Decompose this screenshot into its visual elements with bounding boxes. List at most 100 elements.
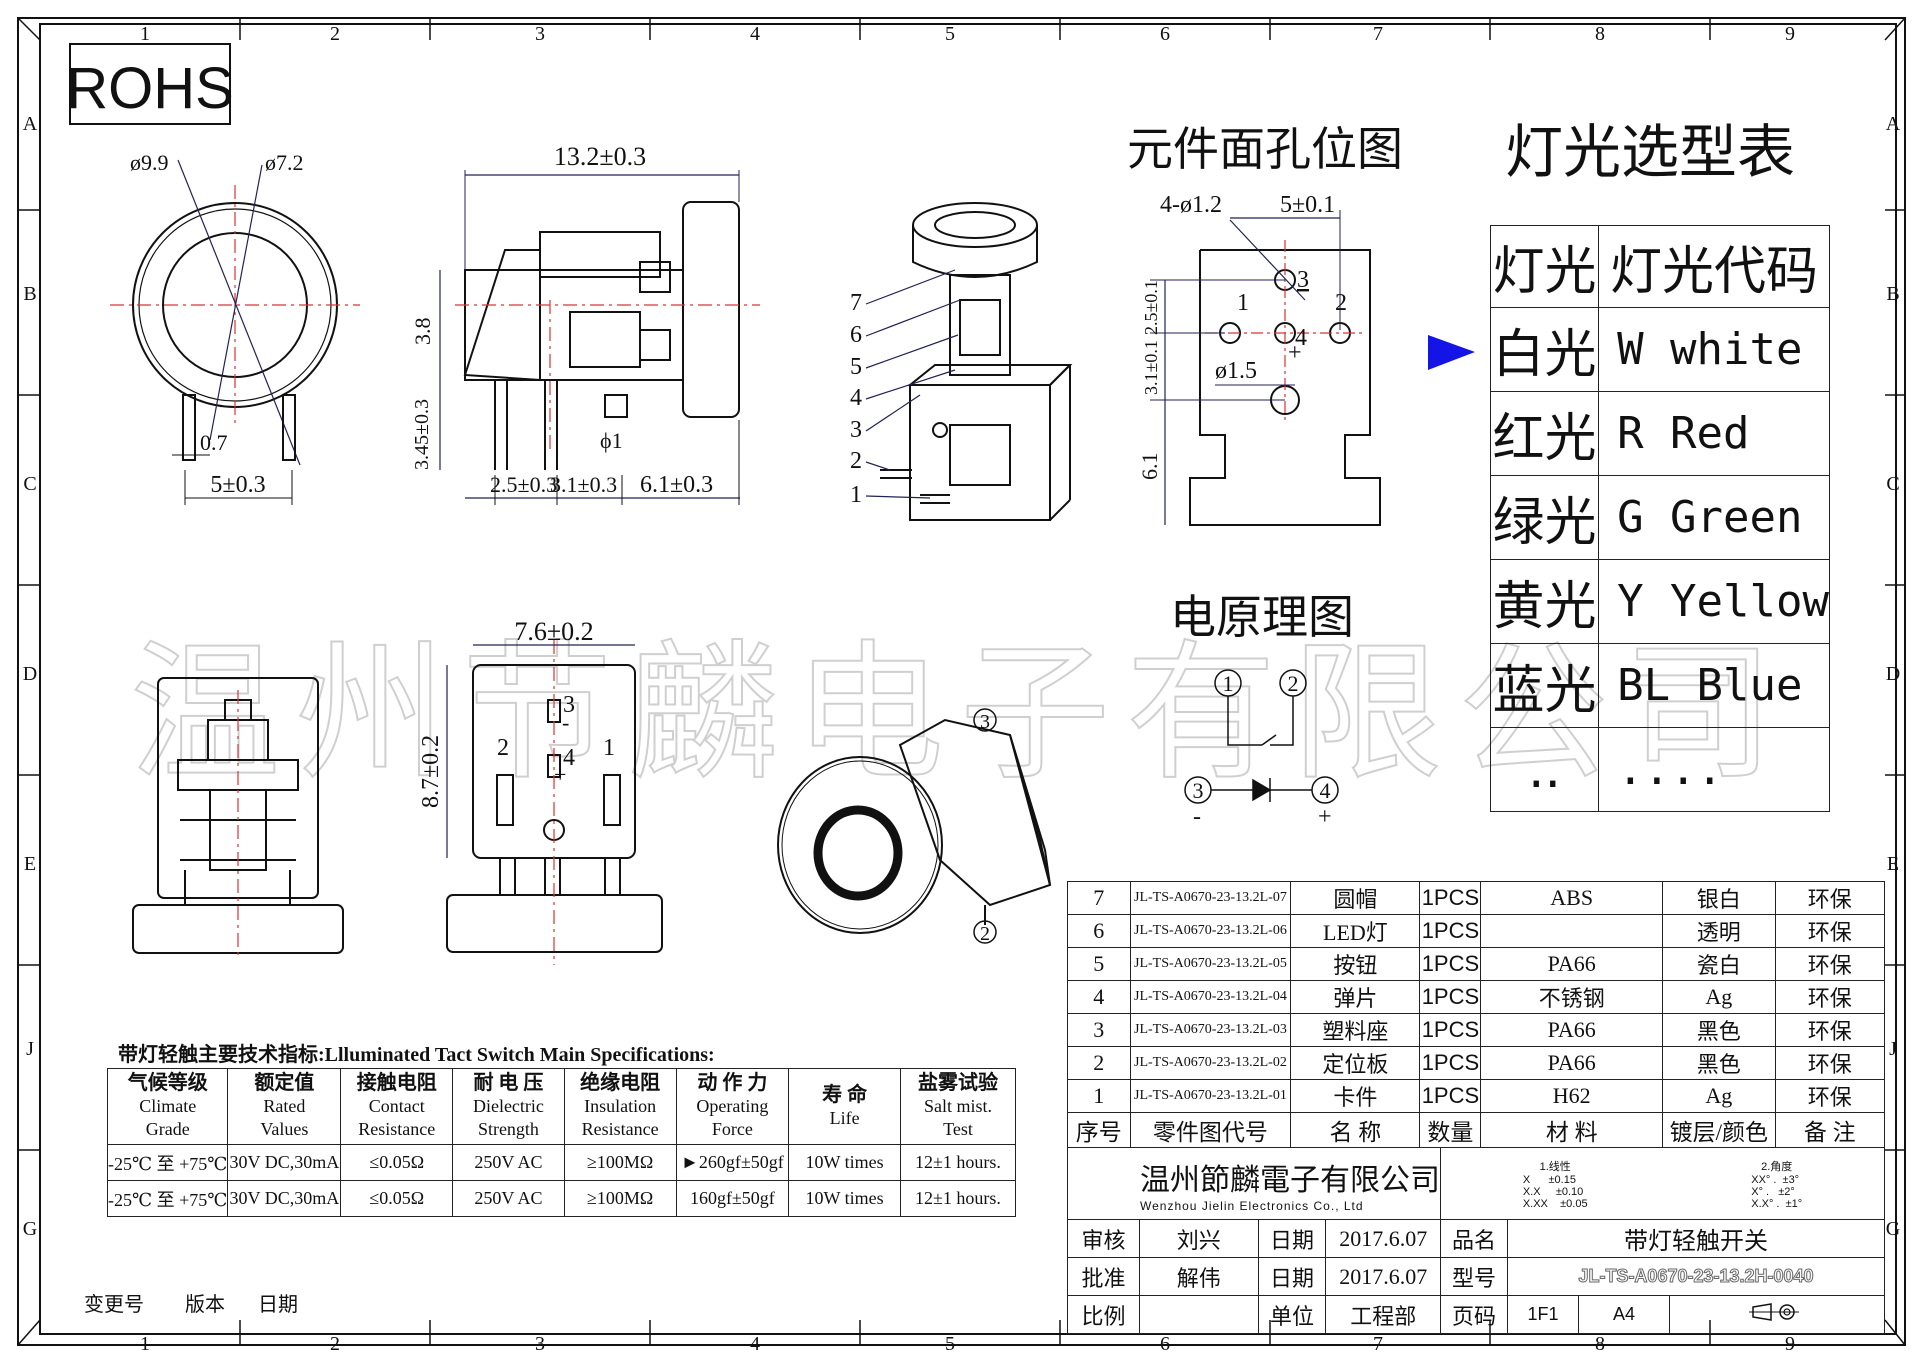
zone-col-label: 3 bbox=[535, 23, 545, 45]
specs-cell: ►260gf±50gf bbox=[675, 1144, 790, 1181]
tb-r2-2: 日期 bbox=[1257, 1257, 1327, 1296]
tb-r2-4: 型号 bbox=[1440, 1257, 1508, 1296]
specs-header-line: 寿 命 bbox=[822, 1083, 868, 1106]
bom-cell: ABS bbox=[1480, 881, 1663, 915]
specs-title: 带灯轻触主要技术指标:Llluminated Tact Switch Main … bbox=[118, 1044, 715, 1066]
light-code: BL Blue bbox=[1598, 643, 1830, 728]
zone-row-label: E bbox=[24, 853, 36, 875]
bom-cell: 1PCS bbox=[1419, 881, 1482, 915]
bom-cell: 1PCS bbox=[1419, 1046, 1482, 1080]
bom-cell: 1PCS bbox=[1419, 947, 1482, 981]
specs-header-line: 耐 电 压 bbox=[473, 1072, 544, 1094]
side-p2: 3.1±0.3 bbox=[550, 472, 617, 497]
hole-layout-title: 元件面孔位图 bbox=[1127, 124, 1403, 175]
hole-pin-3: 3 bbox=[1297, 267, 1309, 293]
bom-cell bbox=[1480, 914, 1663, 948]
zone-row-label: G bbox=[23, 1218, 37, 1240]
hole-plus: + bbox=[1288, 340, 1302, 366]
tb-r3-2: 单位 bbox=[1257, 1295, 1327, 1334]
specs-header-line: Insulation bbox=[584, 1096, 657, 1116]
light-code: G Green bbox=[1598, 475, 1830, 560]
specs-header-line: Force bbox=[711, 1119, 753, 1139]
change-number: 变更号 bbox=[84, 1294, 144, 1316]
hole-pin-1: 1 bbox=[1237, 290, 1249, 316]
bottom-pin-3: 3 bbox=[563, 692, 575, 718]
zone-col-label: 7 bbox=[1373, 1333, 1383, 1355]
specs-cell: 12±1 hours. bbox=[899, 1144, 1017, 1181]
hole-big-d: ø1.5 bbox=[1215, 358, 1257, 384]
iso-callout-2: 2 bbox=[980, 923, 990, 945]
bom-cell: JL-TS-A0670-23-13.2L-03 bbox=[1129, 1013, 1292, 1047]
specs-cell: 250V AC bbox=[452, 1144, 565, 1181]
tb-r1-0: 审核 bbox=[1067, 1219, 1140, 1258]
light-color: 黄光 bbox=[1489, 559, 1600, 644]
tb-r1-2: 日期 bbox=[1257, 1219, 1327, 1258]
tol-linear: 1.线性 X ±0.15 X.X ±0.10 X.XX ±0.05 bbox=[1523, 1158, 1588, 1210]
schematic-node-1: 1 bbox=[1223, 671, 1234, 696]
zone-col-label: 4 bbox=[750, 1333, 760, 1355]
company-en: Wenzhou Jielin Electronics Co., Ltd bbox=[1140, 1198, 1364, 1213]
tb-r3-6: A4 bbox=[1578, 1295, 1670, 1334]
bom-cell: 环保 bbox=[1774, 914, 1886, 948]
schematic-plus: + bbox=[1318, 804, 1332, 830]
zone-col-label: 2 bbox=[330, 23, 340, 45]
specs-cell: 30V DC,30mA bbox=[227, 1180, 342, 1217]
bom-cell: PA66 bbox=[1480, 1046, 1663, 1080]
zone-col-label: 8 bbox=[1595, 23, 1605, 45]
specs-header-line: 盐雾试验 bbox=[917, 1072, 998, 1094]
bom-cell: 透明 bbox=[1662, 914, 1776, 948]
zone-row-label: A bbox=[23, 113, 38, 135]
bottom-pin-4: 4 bbox=[563, 745, 575, 771]
iso-part-label: 4 bbox=[850, 385, 862, 411]
side-width: 13.2±0.3 bbox=[554, 142, 646, 171]
bom-cell: Ag bbox=[1662, 980, 1776, 1014]
schematic-node-4: 4 bbox=[1320, 778, 1331, 803]
zone-col-label: 9 bbox=[1785, 23, 1795, 45]
hole-pin-2: 2 bbox=[1335, 290, 1347, 316]
front-view bbox=[110, 159, 360, 505]
specs-header-line: 额定值 bbox=[254, 1072, 315, 1094]
zone-row-label: G bbox=[1886, 1218, 1900, 1240]
bottom-plus: + bbox=[554, 762, 566, 787]
tb-r2-5: JL-TS-A0670-23-13.2H-0040 bbox=[1507, 1257, 1885, 1296]
bom-cell: 6 bbox=[1067, 914, 1131, 948]
specs-cell: 160gf±50gf bbox=[675, 1180, 790, 1217]
bom-cell: 7 bbox=[1067, 881, 1131, 915]
title-company: 温州節麟電子有限公司 Wenzhou Jielin Electronics Co… bbox=[1067, 1147, 1441, 1220]
bom-cell: LED灯 bbox=[1290, 914, 1421, 948]
specs-cell: ≤0.05Ω bbox=[340, 1180, 454, 1217]
zone-row-label: C bbox=[23, 473, 36, 495]
bom-header: 备 注 bbox=[1774, 1112, 1886, 1148]
tb-r1-5: 带灯轻触开关 bbox=[1507, 1219, 1885, 1258]
tb-r1-4: 品名 bbox=[1440, 1219, 1508, 1258]
specs-cell: ≥100MΩ bbox=[563, 1180, 677, 1217]
bom-cell: JL-TS-A0670-23-13.2L-01 bbox=[1129, 1079, 1292, 1113]
tol-angle-2: X.X° . ±1° bbox=[1751, 1197, 1803, 1210]
side-view bbox=[439, 170, 760, 505]
isometric-view bbox=[880, 202, 1073, 521]
light-code: W white bbox=[1598, 307, 1830, 392]
tol-angle-title: 2.角度 bbox=[1761, 1160, 1793, 1173]
hole-v1: 2.5±0.1 bbox=[1141, 280, 1161, 335]
zone-col-label: 1 bbox=[140, 23, 150, 45]
tb-r1-3: 2017.6.07 bbox=[1325, 1219, 1441, 1258]
light-table-arrow bbox=[1428, 335, 1475, 370]
iso-part-label: 1 bbox=[850, 482, 862, 508]
tol-angle-1: X° . ±2° bbox=[1751, 1185, 1795, 1198]
bom-cell: 不锈钢 bbox=[1480, 980, 1663, 1014]
iso-part-label: 3 bbox=[850, 417, 862, 443]
zone-col-label: 6 bbox=[1160, 1333, 1170, 1355]
bom-cell: 环保 bbox=[1774, 1013, 1886, 1047]
tb-r3-0: 比例 bbox=[1067, 1295, 1140, 1334]
zone-col-label: 3 bbox=[535, 1333, 545, 1355]
